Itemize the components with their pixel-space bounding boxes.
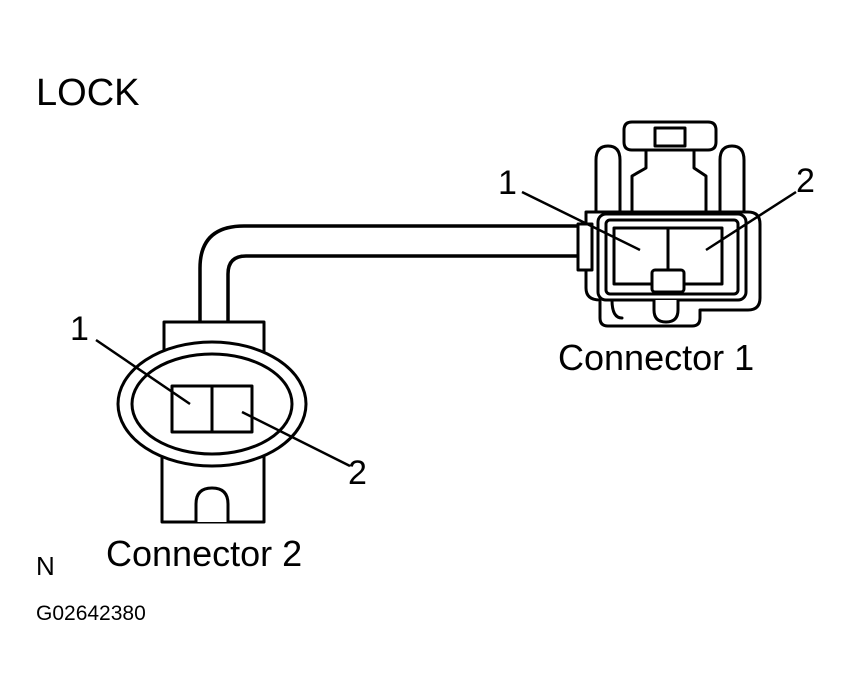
connector-1-label: Connector 1 <box>558 337 754 378</box>
connector-1-pin-1-label: 1 <box>498 164 517 202</box>
view-letter: N <box>36 551 55 581</box>
connector-2-label: Connector 2 <box>106 533 302 574</box>
connector-2-pin-2-label: 2 <box>348 454 367 492</box>
wire-harness <box>198 224 584 324</box>
connector-2: 1 2 Connector 2 <box>70 310 367 574</box>
connector-1-pin-2-label: 2 <box>796 162 815 200</box>
connector-2-pin-1-label: 1 <box>70 310 89 348</box>
diagram-title: LOCK <box>36 72 139 114</box>
connector-1: 1 2 Connector 1 <box>498 120 815 378</box>
figure-code: G02642380 <box>36 602 146 625</box>
